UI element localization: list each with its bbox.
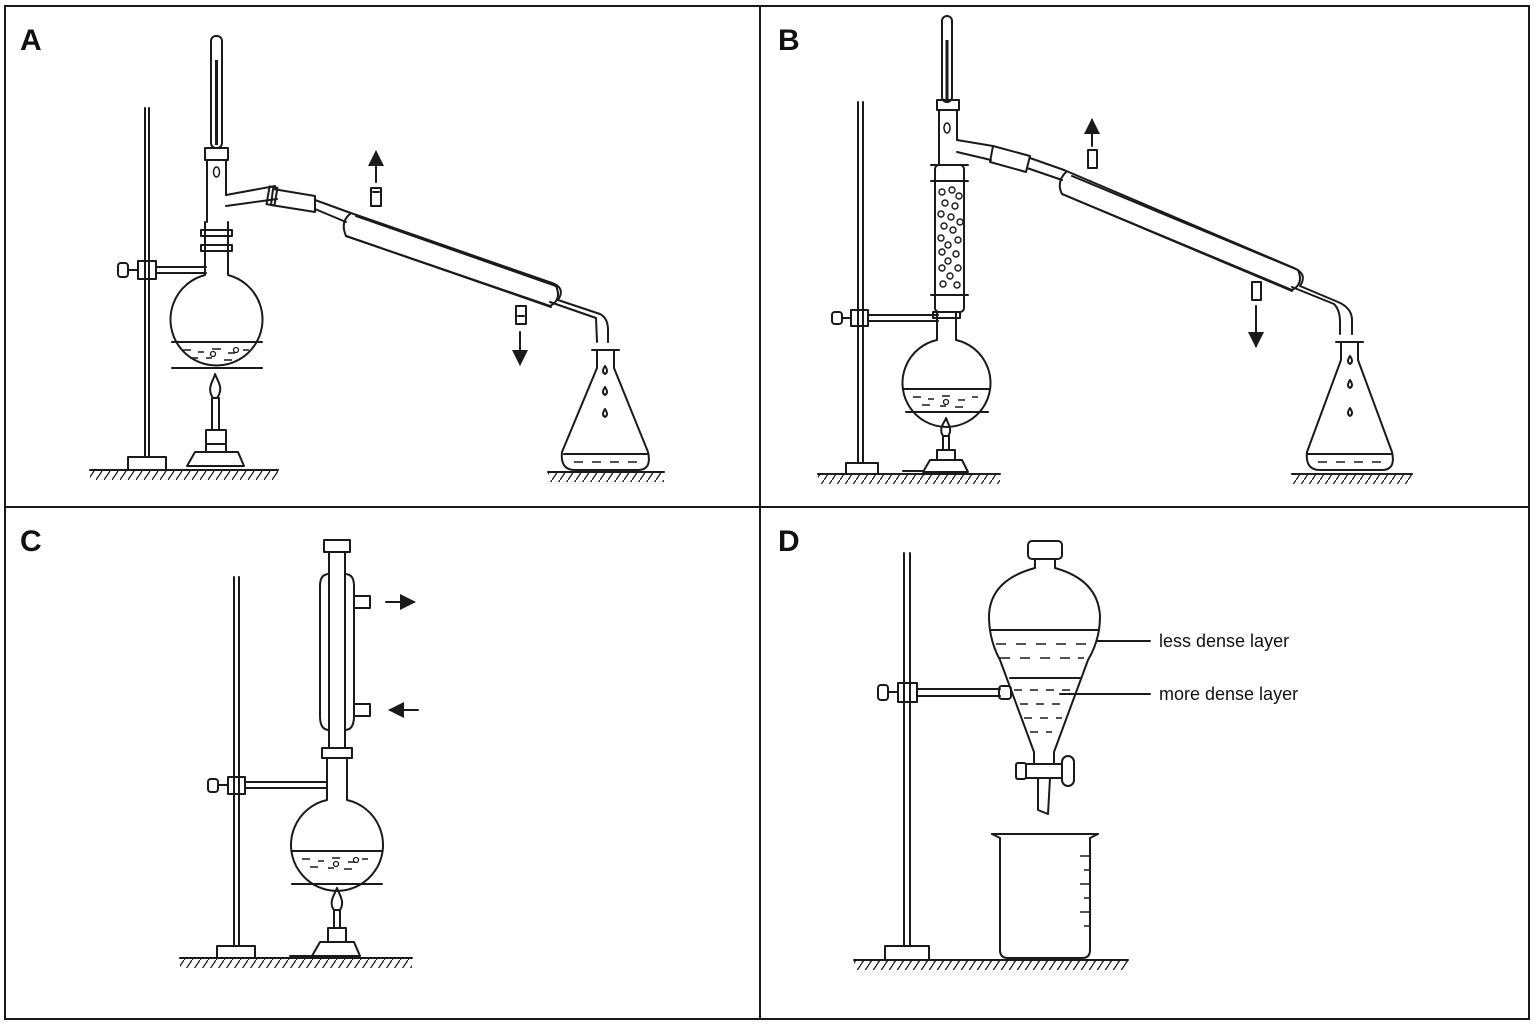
stopcock [1015,755,1075,815]
clamp [831,309,939,327]
reflux-condenser [319,539,371,759]
bench-b-right [1291,473,1413,484]
thermometer [941,15,953,134]
clamp [207,776,328,795]
panel-a-letter: A [20,24,42,57]
bench [179,957,413,968]
retort-stand [845,101,879,475]
panel-c-reflux [179,539,419,968]
more-dense-layer-label: more dense layer [1159,684,1298,704]
retort-stand [127,107,167,471]
bunsen-burner [902,417,969,473]
bench-a-right [547,471,665,482]
fractionating-column [930,164,969,313]
panel-b-fractional-distillation [817,15,1413,484]
bench-a-left [89,469,279,480]
figure-border [4,5,1530,1020]
bench [853,959,1129,970]
panel-d-separating-funnel: less dense layer more dense layer [853,540,1298,970]
clamp [877,682,1012,703]
panel-d-letter: D [778,525,800,558]
liebig-condenser [989,145,1353,335]
panel-b-letter: B [778,24,800,57]
less-dense-layer-label: less dense layer [1159,631,1289,651]
conical-flask [560,349,650,471]
bunsen-burner [186,373,245,467]
round-bottom-flask [901,311,992,428]
panel-a-simple-distillation [89,35,665,482]
round-bottom-flask [169,221,264,367]
round-bottom-flask [290,757,384,892]
beaker [991,833,1099,959]
panel-c-letter: C [20,525,42,558]
separating-funnel [988,540,1101,765]
bunsen-burner [289,887,361,957]
still-head [204,147,278,223]
liebig-condenser [265,185,609,343]
clamp [117,260,207,280]
thermometer [210,35,223,178]
still-head [936,99,994,166]
retort-stand [216,576,256,959]
conical-flask [1305,341,1394,471]
retort-stand [884,552,930,961]
bench-b-left [817,473,1001,484]
